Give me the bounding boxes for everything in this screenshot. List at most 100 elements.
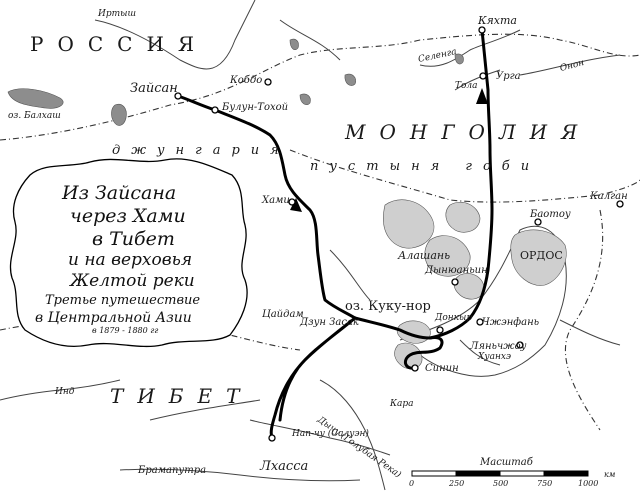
- scale-tick-0: 0: [409, 479, 415, 488]
- river-tola: Тола: [455, 81, 478, 91]
- dot-lyanchzhou: [516, 341, 524, 349]
- map-subtitle-line-1: Третье путешествие: [45, 293, 201, 308]
- lake-misc-2: [299, 93, 311, 106]
- place-lhasa: Лхасса: [260, 459, 309, 474]
- river-misc-4: [459, 339, 501, 366]
- dot-lhasa: [268, 434, 276, 442]
- route: [176, 28, 494, 440]
- scale-bar: [411, 470, 589, 477]
- river-dychu-line: [319, 379, 386, 491]
- map-years: в 1879 - 1880 гг: [92, 326, 159, 335]
- river-huanhe: Хуанхэ: [478, 352, 512, 362]
- route-syning-loop: [353, 316, 444, 370]
- river-brahmaputra: Брамапутра: [138, 465, 207, 476]
- route-tibet-loop: [269, 316, 357, 440]
- place-syning: Синин: [425, 363, 459, 374]
- dot-syning: [411, 364, 419, 372]
- scale-bar-white-2: [499, 470, 545, 477]
- region-tibet: ТИБЕТ: [110, 384, 254, 408]
- place-dzun-zasak: Дзун Засак: [300, 317, 359, 328]
- dot-zaisan: [174, 92, 182, 100]
- mountain-alashan-3: [445, 201, 481, 233]
- border-russia-china: [0, 33, 640, 141]
- rivers: [0, 0, 621, 491]
- dot-dynyuanin: [451, 278, 459, 286]
- place-tsaidam: Цайдам: [262, 309, 304, 320]
- scale-bar-white: [411, 470, 457, 477]
- dot-bulun: [211, 106, 219, 114]
- route-return-north: [428, 28, 494, 340]
- region-mongolia: МОНГОЛИЯ: [345, 120, 592, 144]
- dot-kalgan: [616, 200, 624, 208]
- river-selenga-line: [419, 29, 521, 67]
- lake-misc-3: [344, 73, 357, 86]
- dot-urga: [479, 72, 487, 80]
- place-bulun-tokhoi: Булун-Тохой: [222, 102, 289, 113]
- route-arrow-north: [476, 88, 488, 104]
- route-zaisan-hami-kukunor: [176, 94, 357, 320]
- region-russia: РОССИЯ: [30, 32, 209, 56]
- lake-baikal-small: [454, 53, 464, 65]
- scale-tick-250: 250: [449, 479, 465, 488]
- river-irtysh: Иртыш: [98, 9, 136, 19]
- place-urga: Урга: [496, 71, 521, 82]
- place-dynyuanin: Дынюаньин: [425, 265, 488, 276]
- scale-tick-750: 750: [537, 479, 553, 488]
- river-misc-3: [329, 249, 371, 301]
- lake-zaisan: [111, 103, 127, 126]
- scale-unit: км: [604, 470, 616, 479]
- place-hami: Хами: [262, 195, 290, 206]
- river-onon-line: [519, 54, 621, 76]
- scale-label: Масштаб: [480, 457, 533, 468]
- place-chzhenfan: Чжэнфань: [482, 317, 540, 328]
- river-indus: Инд: [55, 387, 75, 397]
- lake-misc-1: [289, 38, 299, 51]
- mountain-alashan-4: [453, 273, 485, 300]
- lake-balkhash-label: оз. Балхаш: [8, 111, 61, 121]
- dot-donkyr: [436, 326, 444, 334]
- dot-kyakhta: [478, 26, 486, 34]
- map-title-line-1: Из Зайсана: [62, 182, 177, 204]
- border-mongolia-south: [289, 149, 640, 203]
- place-zaisan: Зайсан: [130, 81, 178, 96]
- map-title-line-2: через Хами: [70, 205, 186, 227]
- dot-baotou: [534, 218, 542, 226]
- river-brahmaputra-line: [119, 468, 361, 482]
- region-ordos: ОРДОС: [520, 249, 563, 262]
- map-title-line-5: Желтой реки: [70, 271, 195, 291]
- cartouche-frame: [9, 158, 248, 348]
- river-indus-line: [0, 379, 121, 401]
- dot-hami: [288, 198, 296, 206]
- scale-tick-500: 500: [493, 479, 509, 488]
- river-tola-line: [454, 69, 501, 91]
- river-nagchu: Нап-чу (Салуэн): [292, 429, 369, 439]
- place-lyanchzhou: Ляньчжоу: [470, 341, 527, 352]
- river-kara: Кара: [390, 399, 414, 409]
- dot-chzhenfan: [476, 318, 484, 326]
- river-nagchu-line: [249, 419, 391, 456]
- scale-bar-black: [455, 470, 501, 477]
- mountain-alashan-2: [424, 235, 471, 277]
- place-donkyr: Донкыр: [435, 313, 473, 323]
- place-markers: [174, 26, 624, 442]
- lake-balkhash: [7, 88, 64, 109]
- route-arrows: [290, 88, 488, 212]
- place-kukunor: оз. Куку-нор: [345, 299, 431, 314]
- river-irtysh-line: [94, 0, 256, 70]
- region-dzungaria: джунгария: [112, 143, 290, 158]
- map-title-line-3: в Тибет: [92, 228, 175, 250]
- scale-tick-1000: 1000: [578, 479, 599, 488]
- river-misc-1: [279, 19, 341, 61]
- mountain-alashan-1: [383, 199, 435, 249]
- scale-bar-black-2: [543, 470, 589, 477]
- map-subtitle-line-2: в Центральной Азии: [35, 310, 192, 326]
- place-kalgan: Калган: [590, 191, 628, 202]
- region-gobi: пустыня гоби: [310, 159, 541, 174]
- dot-kobdo: [264, 78, 272, 86]
- river-misc-2: [149, 399, 261, 421]
- mountain-ordos: [510, 229, 567, 286]
- place-baotou: Баотоу: [530, 209, 571, 220]
- river-misc-5: [559, 319, 621, 346]
- route-arrow-hami: [290, 198, 302, 212]
